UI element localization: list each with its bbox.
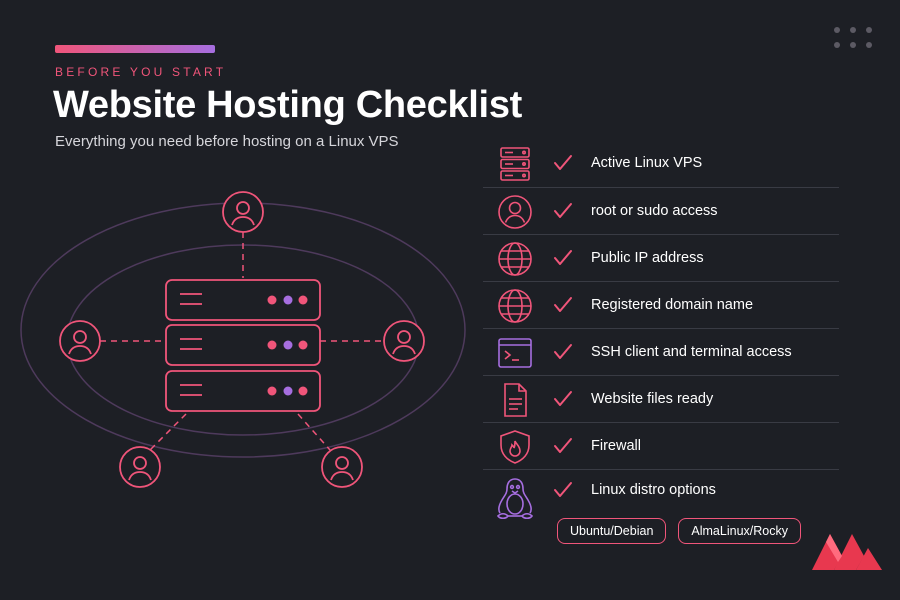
checklist-label: SSH client and terminal access bbox=[591, 344, 792, 360]
user-icon-bottom-left bbox=[119, 446, 161, 488]
server-icon bbox=[500, 147, 530, 181]
check-icon bbox=[554, 438, 572, 453]
check-icon bbox=[554, 391, 572, 406]
list-item: SSH client and terminal access bbox=[483, 329, 839, 376]
checklist-label: Registered domain name bbox=[591, 297, 754, 313]
distro-chip-almalinux-rocky[interactable]: AlmaLinux/Rocky bbox=[678, 518, 801, 544]
brand-logo bbox=[812, 534, 882, 570]
server-leds bbox=[267, 295, 308, 396]
firewall-shield-icon bbox=[500, 430, 530, 464]
check-icon bbox=[554, 297, 572, 312]
list-item: Public IP address bbox=[483, 235, 839, 282]
list-item: Active Linux VPS bbox=[483, 140, 839, 188]
network-diagram bbox=[20, 191, 466, 488]
list-item: Website files ready bbox=[483, 376, 839, 423]
user-icon-bottom-right bbox=[321, 446, 363, 488]
globe-icon bbox=[498, 289, 532, 323]
check-icon bbox=[554, 482, 572, 497]
dots-decoration bbox=[834, 27, 874, 51]
distro-options: Ubuntu/Debian AlmaLinux/Rocky bbox=[557, 518, 801, 544]
list-item: Linux distro options Ubuntu/Debian AlmaL… bbox=[483, 470, 839, 560]
list-item: Firewall bbox=[483, 423, 839, 470]
page-subtitle: Everything you need before hosting on a … bbox=[55, 133, 399, 150]
user-icon-left bbox=[59, 320, 101, 362]
distro-chip-ubuntu-debian[interactable]: Ubuntu/Debian bbox=[557, 518, 667, 544]
list-item: Registered domain name bbox=[483, 282, 839, 329]
user-nodes bbox=[59, 191, 425, 488]
list-item: root or sudo access bbox=[483, 188, 839, 235]
check-icon bbox=[554, 344, 572, 359]
checklist: Active Linux VPS root or sudo access Pub… bbox=[483, 140, 839, 560]
checklist-label: Website files ready bbox=[591, 391, 714, 407]
check-icon bbox=[554, 203, 572, 218]
checklist-label: Public IP address bbox=[591, 250, 704, 266]
user-icon bbox=[498, 195, 532, 229]
page-title: Website Hosting Checklist bbox=[53, 84, 523, 126]
document-icon bbox=[504, 383, 527, 417]
eyebrow-label: BEFORE YOU START bbox=[55, 65, 227, 79]
server-stack-icon bbox=[165, 279, 321, 412]
terminal-icon bbox=[498, 338, 532, 368]
check-icon bbox=[554, 250, 572, 265]
checklist-label: Linux distro options bbox=[591, 482, 716, 498]
connector-lines bbox=[100, 232, 384, 451]
checklist-label: Active Linux VPS bbox=[591, 155, 703, 171]
accent-bar bbox=[55, 45, 215, 53]
checklist-label: Firewall bbox=[591, 438, 641, 454]
user-icon-top bbox=[222, 191, 264, 233]
user-icon-right bbox=[383, 320, 425, 362]
tux-penguin-icon bbox=[496, 478, 534, 520]
checklist-label: root or sudo access bbox=[591, 203, 718, 219]
check-icon bbox=[554, 155, 572, 170]
globe-icon bbox=[498, 242, 532, 276]
